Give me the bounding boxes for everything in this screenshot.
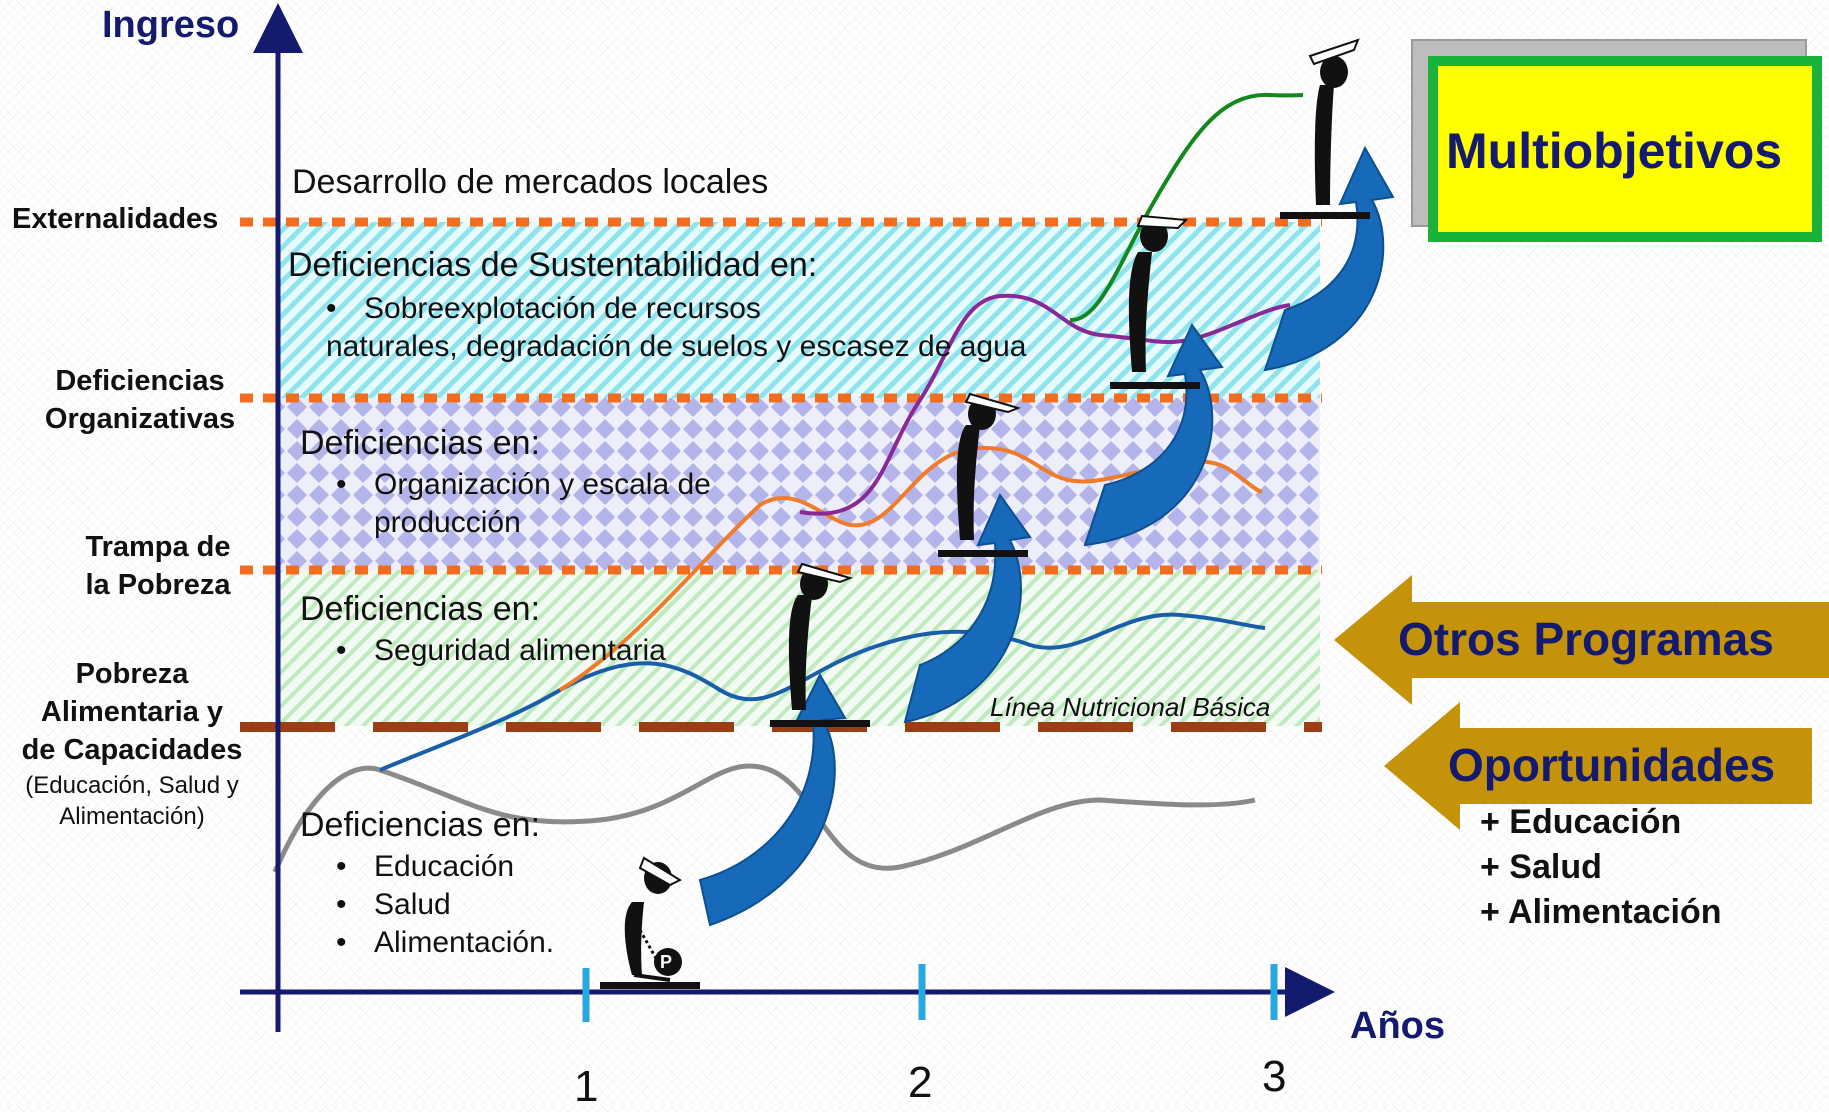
- band-basica-bullet-alimentacion: Alimentación.: [336, 926, 554, 960]
- level-note-pobreza-alimentaria: (Educación, Salud y Alimentación): [25, 772, 239, 830]
- curve-blue: [379, 612, 1266, 772]
- oportunidades-label: Oportunidades: [1448, 739, 1776, 791]
- multiobjetivos-box: [1411, 39, 1822, 242]
- oportunidades-item-educacion: + Educación: [1480, 803, 1682, 841]
- level-label-externalidades: Externalidades: [12, 203, 219, 235]
- curve-green: [1069, 92, 1304, 323]
- oportunidades-arrow: [1384, 702, 1812, 830]
- band-basica-bullet-educacion: Educación: [336, 850, 514, 884]
- oportunidades-items: + Educación + Salud + Alimentación: [1480, 800, 1722, 935]
- farmer-figures: [600, 38, 1370, 989]
- multiobjetivos-label: Multiobjetivos: [1446, 123, 1783, 179]
- band-sustentabilidad-title: Deficiencias de Sustentabilidad en:: [288, 246, 818, 284]
- blue-arrow-3: [1083, 323, 1224, 547]
- band-organizacion-title: Deficiencias en:: [300, 424, 541, 462]
- program-arrows: [1334, 575, 1829, 830]
- linea-nutricional-label: Línea Nutricional Básica: [990, 692, 1271, 722]
- band-sustentabilidad-bullet: Sobreexplotación de recursos: [326, 292, 761, 326]
- blue-arrow-1: [698, 672, 847, 927]
- band-sustentabilidad-bullet-cont: naturales, degradación de suelos y escas…: [326, 330, 1027, 363]
- x-axis-label: Años: [1350, 1005, 1445, 1047]
- band-top-title: Desarrollo de mercados locales: [292, 163, 769, 201]
- band-organizacion-bullet: Organización y escala de: [336, 468, 711, 502]
- band-seguridad-title: Deficiencias en:: [300, 590, 541, 628]
- curve-purple: [799, 293, 1291, 516]
- x-tick-label-3: 3: [1262, 1052, 1287, 1101]
- band-basica-title: Deficiencias en:: [300, 806, 541, 844]
- level-label-organizativas: Deficiencias Organizativas: [44, 365, 236, 435]
- farmer-badge-p: P: [660, 952, 673, 972]
- y-axis-label: Ingreso: [102, 4, 240, 46]
- farmer-figure-2: [770, 562, 870, 727]
- farmer-figure-4: [1110, 214, 1200, 389]
- farmer-figure-5: [1280, 38, 1370, 219]
- otros-programas-arrow: [1334, 575, 1829, 705]
- farmer-figure-1: [600, 856, 700, 989]
- otros-programas-label: Otros Programas: [1398, 613, 1774, 665]
- band-basica-bullet-salud: Salud: [336, 888, 451, 922]
- farmer-figure-3: [938, 392, 1028, 557]
- oportunidades-item-alimentacion: + Alimentación: [1480, 893, 1722, 931]
- blue-arrow-4: [1263, 145, 1395, 372]
- x-tick-label-2: 2: [908, 1058, 933, 1107]
- band-organizacion-bullet-cont: producción: [374, 506, 521, 539]
- level-label-pobreza-alimentaria: Pobreza Alimentaria y de Capacidades: [21, 658, 243, 766]
- x-tick-label-1: 1: [574, 1062, 599, 1111]
- band-seguridad-bullet: Seguridad alimentaria: [336, 634, 666, 668]
- level-label-trampa: Trampa de la Pobreza: [85, 531, 231, 601]
- blue-arrows: [698, 145, 1395, 927]
- oportunidades-item-salud: + Salud: [1480, 848, 1602, 886]
